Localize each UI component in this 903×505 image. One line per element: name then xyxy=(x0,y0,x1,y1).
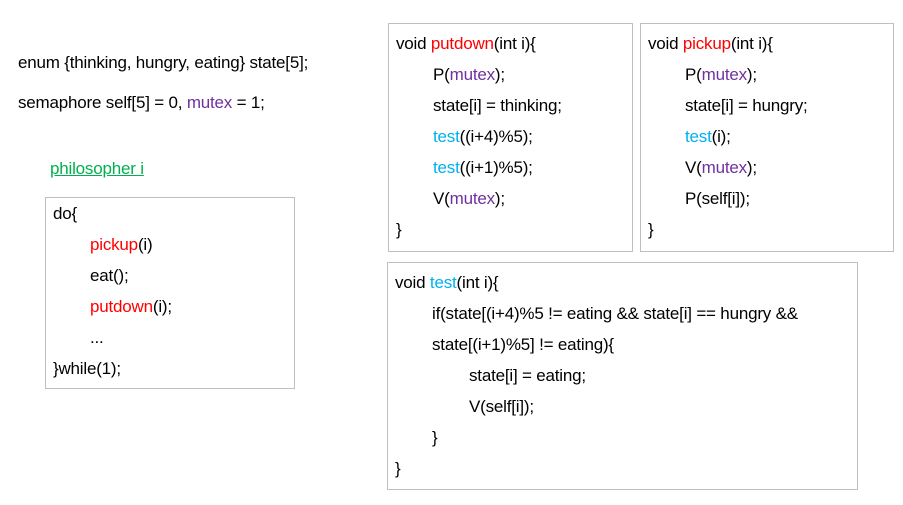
philosopher-loop-code: do{ pickup(i) eat(); putdown(i);... }while(1… xyxy=(46,198,294,384)
code-segment: putdown xyxy=(90,297,153,316)
code-segment: putdown xyxy=(430,34,494,53)
code-segment: state[i] = eating; xyxy=(469,366,586,385)
code-line: if(state[(i+4)%5 != eating && state[i] =… xyxy=(432,298,857,329)
code-segment: ... xyxy=(90,328,104,347)
code-segment: if(state[(i+4)%5 != eating && state[i] =… xyxy=(432,304,798,323)
code-segment: ((i+4)%5); xyxy=(459,127,533,146)
code-segment: } xyxy=(432,428,438,447)
code-segment: test xyxy=(433,127,460,146)
code-line: state[i] = thinking; xyxy=(433,90,632,121)
code-segment: (i); xyxy=(152,297,172,316)
code-segment: V( xyxy=(685,158,702,177)
code-line: } xyxy=(648,214,893,245)
code-line: test(i); xyxy=(685,121,893,152)
code-segment: pickup xyxy=(90,235,138,254)
code-segment: eat(); xyxy=(90,266,129,285)
code-segment: } xyxy=(648,220,654,239)
code-segment: P(self[i]); xyxy=(685,189,750,208)
code-segment: ); xyxy=(494,189,505,208)
code-segment: test xyxy=(685,127,712,146)
code-line: V(mutex); xyxy=(685,152,893,183)
code-line: void pickup(int i){ xyxy=(648,28,893,59)
code-segment: ); xyxy=(494,65,505,84)
code-line: void test(int i){ xyxy=(395,267,857,298)
code-line: V(mutex); xyxy=(433,183,632,214)
code-segment: (i); xyxy=(711,127,731,146)
global-declarations: enum {thinking, hungry, eating} state[5]… xyxy=(18,43,308,123)
code-segment: ); xyxy=(746,65,757,84)
code-line: do{ xyxy=(53,198,294,229)
code-line: ... xyxy=(90,322,294,353)
code-line: } xyxy=(395,453,857,484)
code-segment: mutex xyxy=(701,65,747,84)
code-segment: semaphore self[5] = 0, xyxy=(18,93,187,112)
code-segment: void xyxy=(396,34,431,53)
code-line: }while(1); xyxy=(53,353,294,384)
code-line: test((i+1)%5); xyxy=(433,152,632,183)
philosopher-heading: philosopher i xyxy=(50,159,144,178)
code-segment: (int i){ xyxy=(730,34,773,53)
code-line: P(self[i]); xyxy=(685,183,893,214)
code-segment: ); xyxy=(746,158,757,177)
code-line: P(mutex); xyxy=(433,59,632,90)
code-segment: enum {thinking, hungry, eating} state[5]… xyxy=(18,53,309,72)
code-segment: state[i] = thinking; xyxy=(433,96,562,115)
code-segment: (int i){ xyxy=(456,273,499,292)
code-segment: test xyxy=(429,273,457,292)
code-segment: }while(1); xyxy=(53,359,121,378)
code-line: state[i] = hungry; xyxy=(685,90,893,121)
code-segment: P( xyxy=(433,65,450,84)
code-line: pickup(i) xyxy=(90,229,294,260)
code-line: void putdown(int i){ xyxy=(396,28,632,59)
code-segment: } xyxy=(396,220,402,239)
code-segment: ((i+1)%5); xyxy=(459,158,533,177)
code-segment: void xyxy=(648,34,683,53)
code-line: eat(); xyxy=(90,260,294,291)
code-line: P(mutex); xyxy=(685,59,893,90)
code-line: V(self[i]); xyxy=(469,391,857,422)
code-segment: P( xyxy=(685,65,702,84)
code-segment: mutex xyxy=(449,65,495,84)
code-segment: mutex xyxy=(186,93,233,112)
code-segment: state[i] = hungry; xyxy=(685,96,808,115)
code-segment: = 1; xyxy=(232,93,265,112)
code-line: putdown(i); xyxy=(90,291,294,322)
code-segment: mutex xyxy=(449,189,495,208)
code-segment: (i) xyxy=(137,235,153,254)
code-segment: state[(i+1)%5] != eating){ xyxy=(432,335,614,354)
code-segment: } xyxy=(395,459,401,478)
code-line: state[i] = eating; xyxy=(469,360,857,391)
philosopher-loop-box: do{ pickup(i) eat(); putdown(i);... }while(1… xyxy=(45,197,295,389)
test-function-code: void test(int i){ if(state[(i+4)%5 != eat… xyxy=(388,263,857,484)
code-segment: test xyxy=(433,158,460,177)
code-segment: void xyxy=(395,273,430,292)
code-segment: mutex xyxy=(701,158,747,177)
code-line: test((i+4)%5); xyxy=(433,121,632,152)
code-segment: (int i){ xyxy=(493,34,536,53)
pickup-function-code: void pickup(int i){P(mutex);state[i] = h… xyxy=(641,24,893,245)
pickup-function-box: void pickup(int i){P(mutex);state[i] = h… xyxy=(640,23,894,252)
code-line: } xyxy=(396,214,632,245)
code-segment: V(self[i]); xyxy=(469,397,534,416)
code-line: semaphore self[5] = 0, mutex = 1; xyxy=(18,83,308,123)
code-line: state[(i+1)%5] != eating){ xyxy=(432,329,857,360)
putdown-function-code: void putdown(int i){P(mutex);state[i] = … xyxy=(389,24,632,245)
code-segment: pickup xyxy=(682,34,731,53)
code-line: } xyxy=(432,422,857,453)
putdown-function-box: void putdown(int i){P(mutex);state[i] = … xyxy=(388,23,633,252)
code-line: enum {thinking, hungry, eating} state[5]… xyxy=(18,43,308,83)
test-function-box: void test(int i){ if(state[(i+4)%5 != eat… xyxy=(387,262,858,490)
code-segment: do{ xyxy=(53,204,77,223)
code-segment: V( xyxy=(433,189,450,208)
